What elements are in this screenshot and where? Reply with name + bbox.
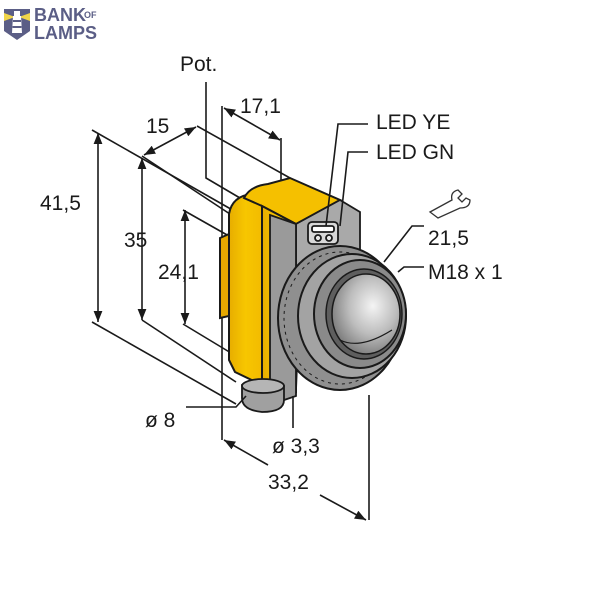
thread-size-label: M18 x 1: [428, 261, 503, 284]
led-ye-label: LED YE: [376, 111, 451, 134]
wrench-size-label: 21,5: [428, 227, 469, 250]
dimension-41-5: 41,5: [40, 192, 81, 215]
lens-icon: [331, 273, 401, 355]
dimension-lines: [93, 107, 367, 521]
bank-of-lamps-logo: BANK OF LAMPS: [2, 3, 112, 43]
dimension-24-1: 24,1: [158, 261, 199, 284]
lighthouse-icon: [4, 9, 30, 40]
led-gn-label: LED GN: [376, 141, 455, 164]
logo-lamps-text: LAMPS: [34, 23, 97, 43]
dimension-17-1: 17,1: [240, 95, 281, 118]
connector-cable-stub: [241, 378, 285, 413]
dimension-35: 35: [124, 229, 148, 252]
logo-of-text: OF: [84, 10, 97, 20]
dimension-33-2: 33,2: [268, 471, 309, 494]
logo-bank-text: BANK: [34, 5, 86, 25]
pot-label: Pot.: [180, 53, 218, 76]
lens-housing-m18: [277, 245, 407, 391]
extension-lines: [91, 82, 370, 520]
led-indicator-window: [307, 221, 339, 245]
dimension-15: 15: [146, 115, 170, 138]
diameter-8-label: ø 8: [145, 409, 176, 432]
wrench-icon: [428, 189, 471, 219]
label-leaders: [186, 123, 424, 428]
diameter-3-3-label: ø 3,3: [272, 435, 320, 458]
